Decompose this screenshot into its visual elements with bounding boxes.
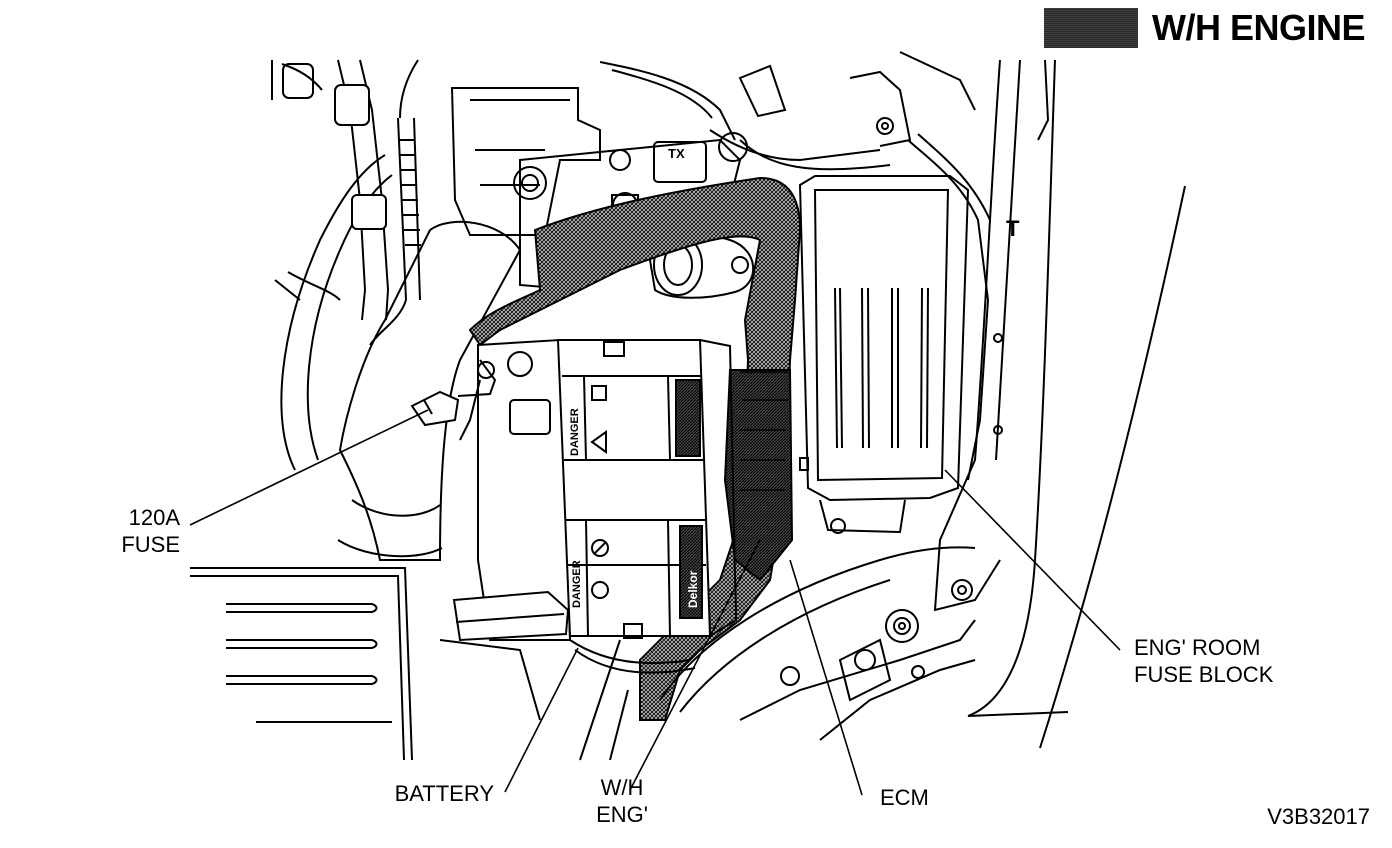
right-fender bbox=[899, 51, 1186, 749]
callout-eng-room-fuse-block: ENG' ROOM FUSE BLOCK bbox=[1134, 634, 1314, 688]
left-hood-lines bbox=[190, 60, 413, 761]
battery-danger-label-lower: DANGER bbox=[571, 560, 583, 608]
leader-120a-fuse bbox=[189, 409, 429, 526]
battery-brand-text: Delkor bbox=[686, 570, 700, 608]
ac-line bbox=[334, 59, 390, 321]
battery-danger-text-upper: DANGER bbox=[569, 408, 581, 456]
part-mark-tx: TX bbox=[668, 146, 685, 161]
part-mark-t: T bbox=[1006, 216, 1020, 241]
leader-battery bbox=[504, 647, 579, 793]
leader-wh-eng bbox=[629, 539, 761, 791]
callout-120a-fuse: 120A FUSE bbox=[96, 504, 180, 558]
lower-right-bracket bbox=[439, 546, 976, 761]
fuse-120a bbox=[410, 359, 497, 427]
callout-ecm: ECM bbox=[880, 785, 929, 810]
battery-danger-text-lower: DANGER bbox=[571, 560, 583, 608]
engine-block bbox=[450, 61, 891, 299]
callout-battery: BATTERY bbox=[394, 781, 494, 806]
callout-wh-eng-line2: ENG' bbox=[596, 802, 648, 827]
callout-wh-eng-line1: W/H bbox=[600, 775, 644, 800]
corrugated-tube bbox=[369, 59, 421, 346]
callout-120a-fuse-line1: 120A bbox=[128, 505, 180, 530]
callout-fuse-block-line1: ENG' ROOM bbox=[1134, 635, 1261, 660]
callout-wh-eng: W/H ENG' bbox=[572, 774, 672, 828]
diagram-title: W/H ENGINE bbox=[1152, 7, 1366, 48]
legend-swatch bbox=[1044, 8, 1138, 48]
leader-ecm bbox=[789, 559, 863, 796]
callout-fuse-block-line2: FUSE BLOCK bbox=[1134, 662, 1274, 687]
engine-harness-hatched bbox=[468, 176, 802, 721]
battery-danger-label-upper: DANGER bbox=[569, 408, 581, 456]
eng-room-fuse-block bbox=[798, 70, 991, 534]
callout-120a-fuse-line2: FUSE bbox=[121, 532, 180, 557]
leader-fuse-block bbox=[944, 469, 1121, 651]
leader-lines bbox=[189, 409, 1121, 796]
figure-code: V3B32017 bbox=[1267, 804, 1370, 829]
battery bbox=[452, 338, 738, 642]
